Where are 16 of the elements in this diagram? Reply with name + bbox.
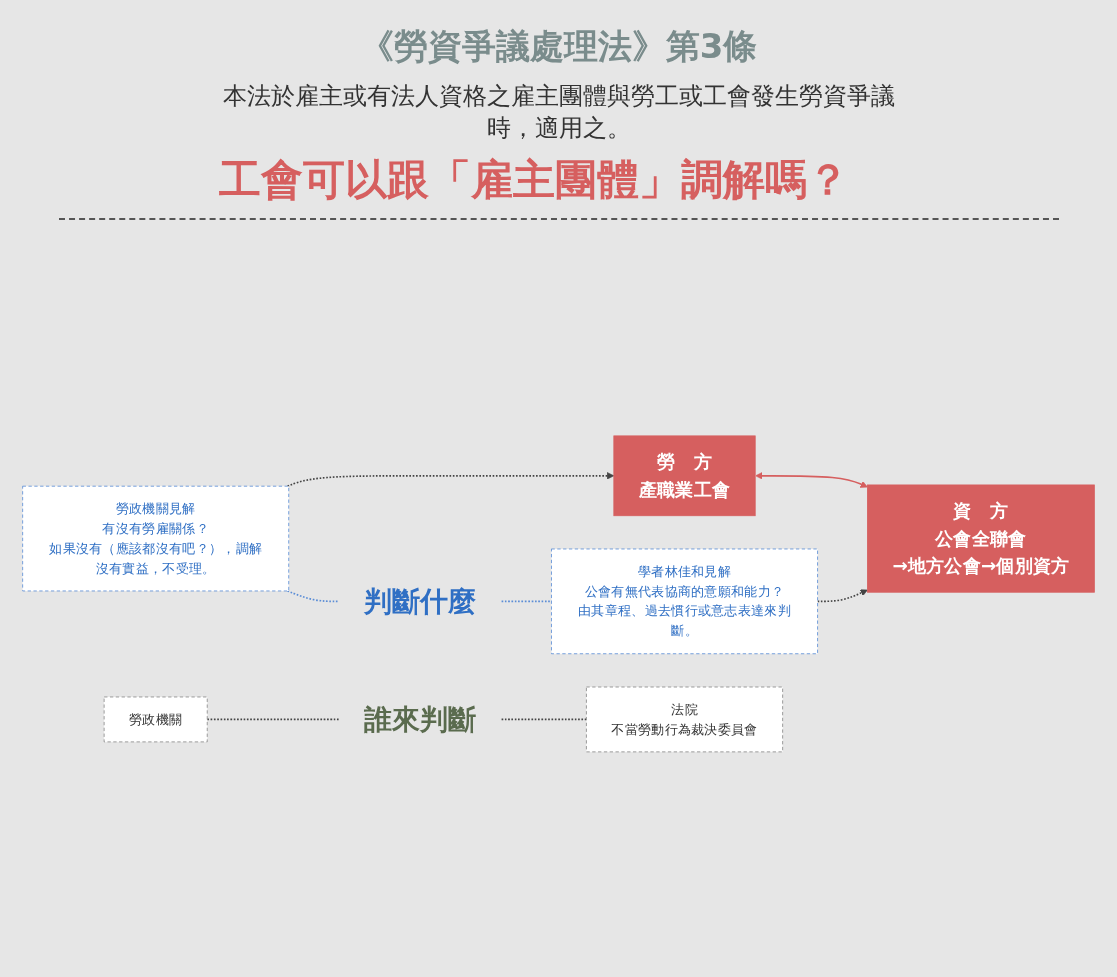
node-box: 勞 方 產職業工會 bbox=[613, 435, 756, 517]
node-box: 資 方 公會全聯會 →地方公會→個別資方 bbox=[867, 484, 1095, 593]
connector bbox=[500, 718, 588, 721]
arrow bbox=[755, 472, 868, 488]
node-text: 判斷什麼 bbox=[363, 584, 477, 618]
node-box: 法院 不當勞動行為裁決委員會 bbox=[586, 686, 784, 753]
title: 《勞資爭議處理法》第3條 bbox=[359, 25, 758, 68]
node-box: 學者林佳和見解 公會有無代表協商的意願和能力？ 由其章程、過去慣行或意志表達來判斷。 bbox=[551, 548, 818, 655]
quote-text: 本法於雇主或有法人資格之雇主團體與勞工或工會發生勞資爭議時，適用之。 bbox=[221, 81, 896, 144]
headline-question: 工會可以跟「雇主團體」調解嗎？ bbox=[218, 154, 850, 206]
connector bbox=[500, 600, 553, 603]
node-box: 勞政機關見解 有沒有勞雇關係？ 如果沒有（應該都沒有吧？），調解沒有實益，不受理。 bbox=[22, 485, 290, 592]
arrow bbox=[286, 472, 615, 488]
node-text: 誰來判斷 bbox=[363, 702, 477, 736]
arrow bbox=[816, 589, 868, 603]
node-box: 勞政機關 bbox=[103, 696, 208, 743]
